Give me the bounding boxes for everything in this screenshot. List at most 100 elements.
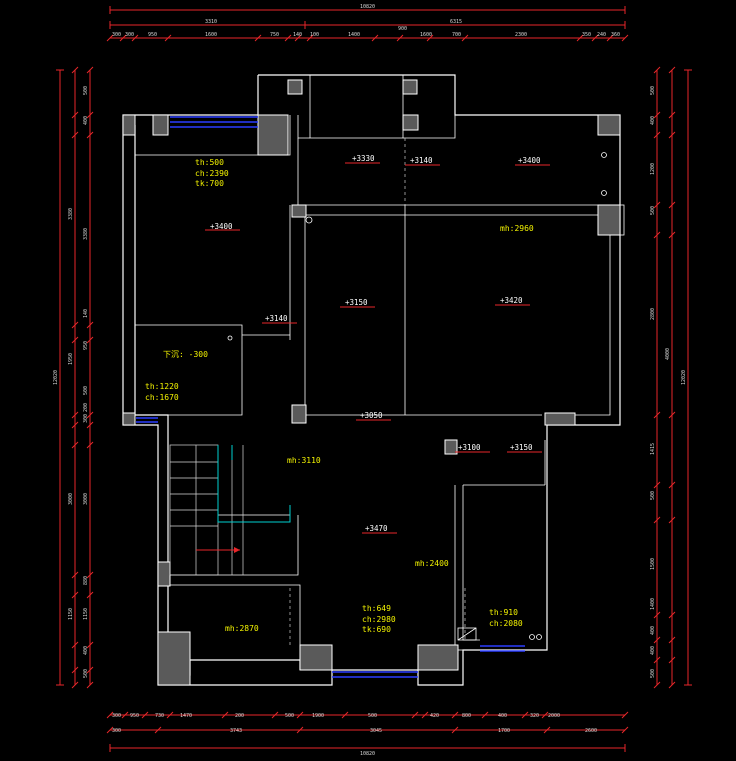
left-r1-1: 400 <box>83 116 89 125</box>
top-r3-10: 700 <box>452 32 461 38</box>
top-r3-1: 300 <box>125 32 134 38</box>
dim-tick <box>106 711 114 719</box>
dim-tick <box>621 711 629 719</box>
ceiling-lines <box>241 138 466 645</box>
top-dim-b: 6315 <box>450 19 462 25</box>
dim-tick <box>71 666 79 674</box>
right-overall-dim: 12020 <box>681 370 687 385</box>
top-r3-9: 1600 <box>420 32 432 38</box>
left-r2-0: 3380 <box>68 208 74 220</box>
level-3140: +3140 <box>265 314 288 323</box>
level-3470: +3470 <box>365 524 388 533</box>
dim-tick <box>451 726 459 734</box>
dim-tick <box>164 34 172 42</box>
mh-2960: mh:2960 <box>500 224 534 233</box>
dim-tick <box>521 711 529 719</box>
room5-ch: ch:2080 <box>489 619 523 628</box>
right-r1-11: 500 <box>650 669 656 678</box>
bottom-overall-dim: 10820 <box>360 751 375 757</box>
left-r2-1: 1950 <box>68 353 74 365</box>
room4-th: th:649 <box>362 604 391 613</box>
dim-tick <box>653 111 661 119</box>
dim-tick <box>576 34 584 42</box>
dim-tick <box>71 66 79 74</box>
room1-th: th:500 <box>195 158 224 167</box>
level-3150b: +3150 <box>510 443 533 452</box>
level-3150: +3150 <box>345 298 368 307</box>
level-3140-top: +3140 <box>410 156 433 165</box>
dim-tick <box>621 34 629 42</box>
dim-tick <box>154 726 162 734</box>
dim-tick <box>668 231 676 239</box>
dim-tick <box>306 34 314 42</box>
dim-tick <box>141 711 149 719</box>
dim-tick <box>653 131 661 139</box>
top-r3-7: 1400 <box>348 32 360 38</box>
left-r1-5: 500 <box>83 386 89 395</box>
dim-tick <box>653 636 661 644</box>
dim-tick <box>71 591 79 599</box>
dim-tick <box>221 711 229 719</box>
dim-tick <box>86 441 94 449</box>
dim-tick <box>653 481 661 489</box>
dim-tick <box>71 411 79 419</box>
columns <box>122 79 621 686</box>
mh-3110: mh:3110 <box>287 456 321 465</box>
bot-r1-10: 400 <box>498 713 507 719</box>
top-r3-8: 900 <box>398 26 407 32</box>
dim-tick <box>653 611 661 619</box>
dim-tick <box>543 726 551 734</box>
bot-r2-3: 1700 <box>498 728 510 734</box>
level-markers <box>205 162 550 534</box>
top-dim-a: 3310 <box>205 19 217 25</box>
dim-tick <box>284 34 292 42</box>
left-r1-10: 1150 <box>83 608 89 620</box>
dim-tick <box>451 711 459 719</box>
bot-r1-1: 950 <box>130 713 139 719</box>
top-dimensions: 10820 3310 6315 300 300 950 1600 750 140… <box>106 4 629 42</box>
bot-r1-9: 800 <box>462 713 471 719</box>
right-r2-0: 4000 <box>665 348 671 360</box>
dim-tick <box>86 111 94 119</box>
fixtures <box>227 152 607 641</box>
dim-tick <box>668 201 676 209</box>
room5-th: th:910 <box>489 608 518 617</box>
dim-tick <box>121 711 129 719</box>
room3-ch: ch:1670 <box>145 393 179 402</box>
dim-tick <box>371 34 379 42</box>
dim-tick <box>481 711 489 719</box>
dim-tick <box>668 111 676 119</box>
top-r3-13: 240 <box>597 32 606 38</box>
dim-tick <box>668 656 676 664</box>
bot-r1-5: 500 <box>285 713 294 719</box>
level-3330: +3330 <box>352 154 375 163</box>
dim-tick <box>653 516 661 524</box>
dim-tick <box>71 571 79 579</box>
dim-tick <box>541 711 549 719</box>
dim-tick <box>119 34 127 42</box>
left-r1-7: 300 <box>83 414 89 423</box>
right-r1-2: 1200 <box>650 163 656 175</box>
dim-tick <box>86 321 94 329</box>
level-3100: +3100 <box>458 443 481 452</box>
dim-tick <box>131 34 139 42</box>
dim-tick <box>396 34 404 42</box>
dim-tick <box>668 66 676 74</box>
dim-tick <box>668 681 676 689</box>
top-r3-14: 360 <box>611 32 620 38</box>
dim-tick <box>621 726 629 734</box>
room4-tk: tk:690 <box>362 625 391 634</box>
level-3400-top: +3400 <box>518 156 541 165</box>
dim-tick <box>71 441 79 449</box>
left-r1-3: 140 <box>83 309 89 318</box>
dim-tick <box>653 411 661 419</box>
dim-tick <box>421 711 429 719</box>
dim-tick <box>71 681 79 689</box>
dim-tick <box>166 711 174 719</box>
right-r1-9: 400 <box>650 626 656 635</box>
bot-r1-0: 300 <box>112 713 121 719</box>
top-r3-5: 140 <box>293 32 302 38</box>
bot-r1-11: 320 <box>530 713 539 719</box>
dim-tick <box>653 201 661 209</box>
